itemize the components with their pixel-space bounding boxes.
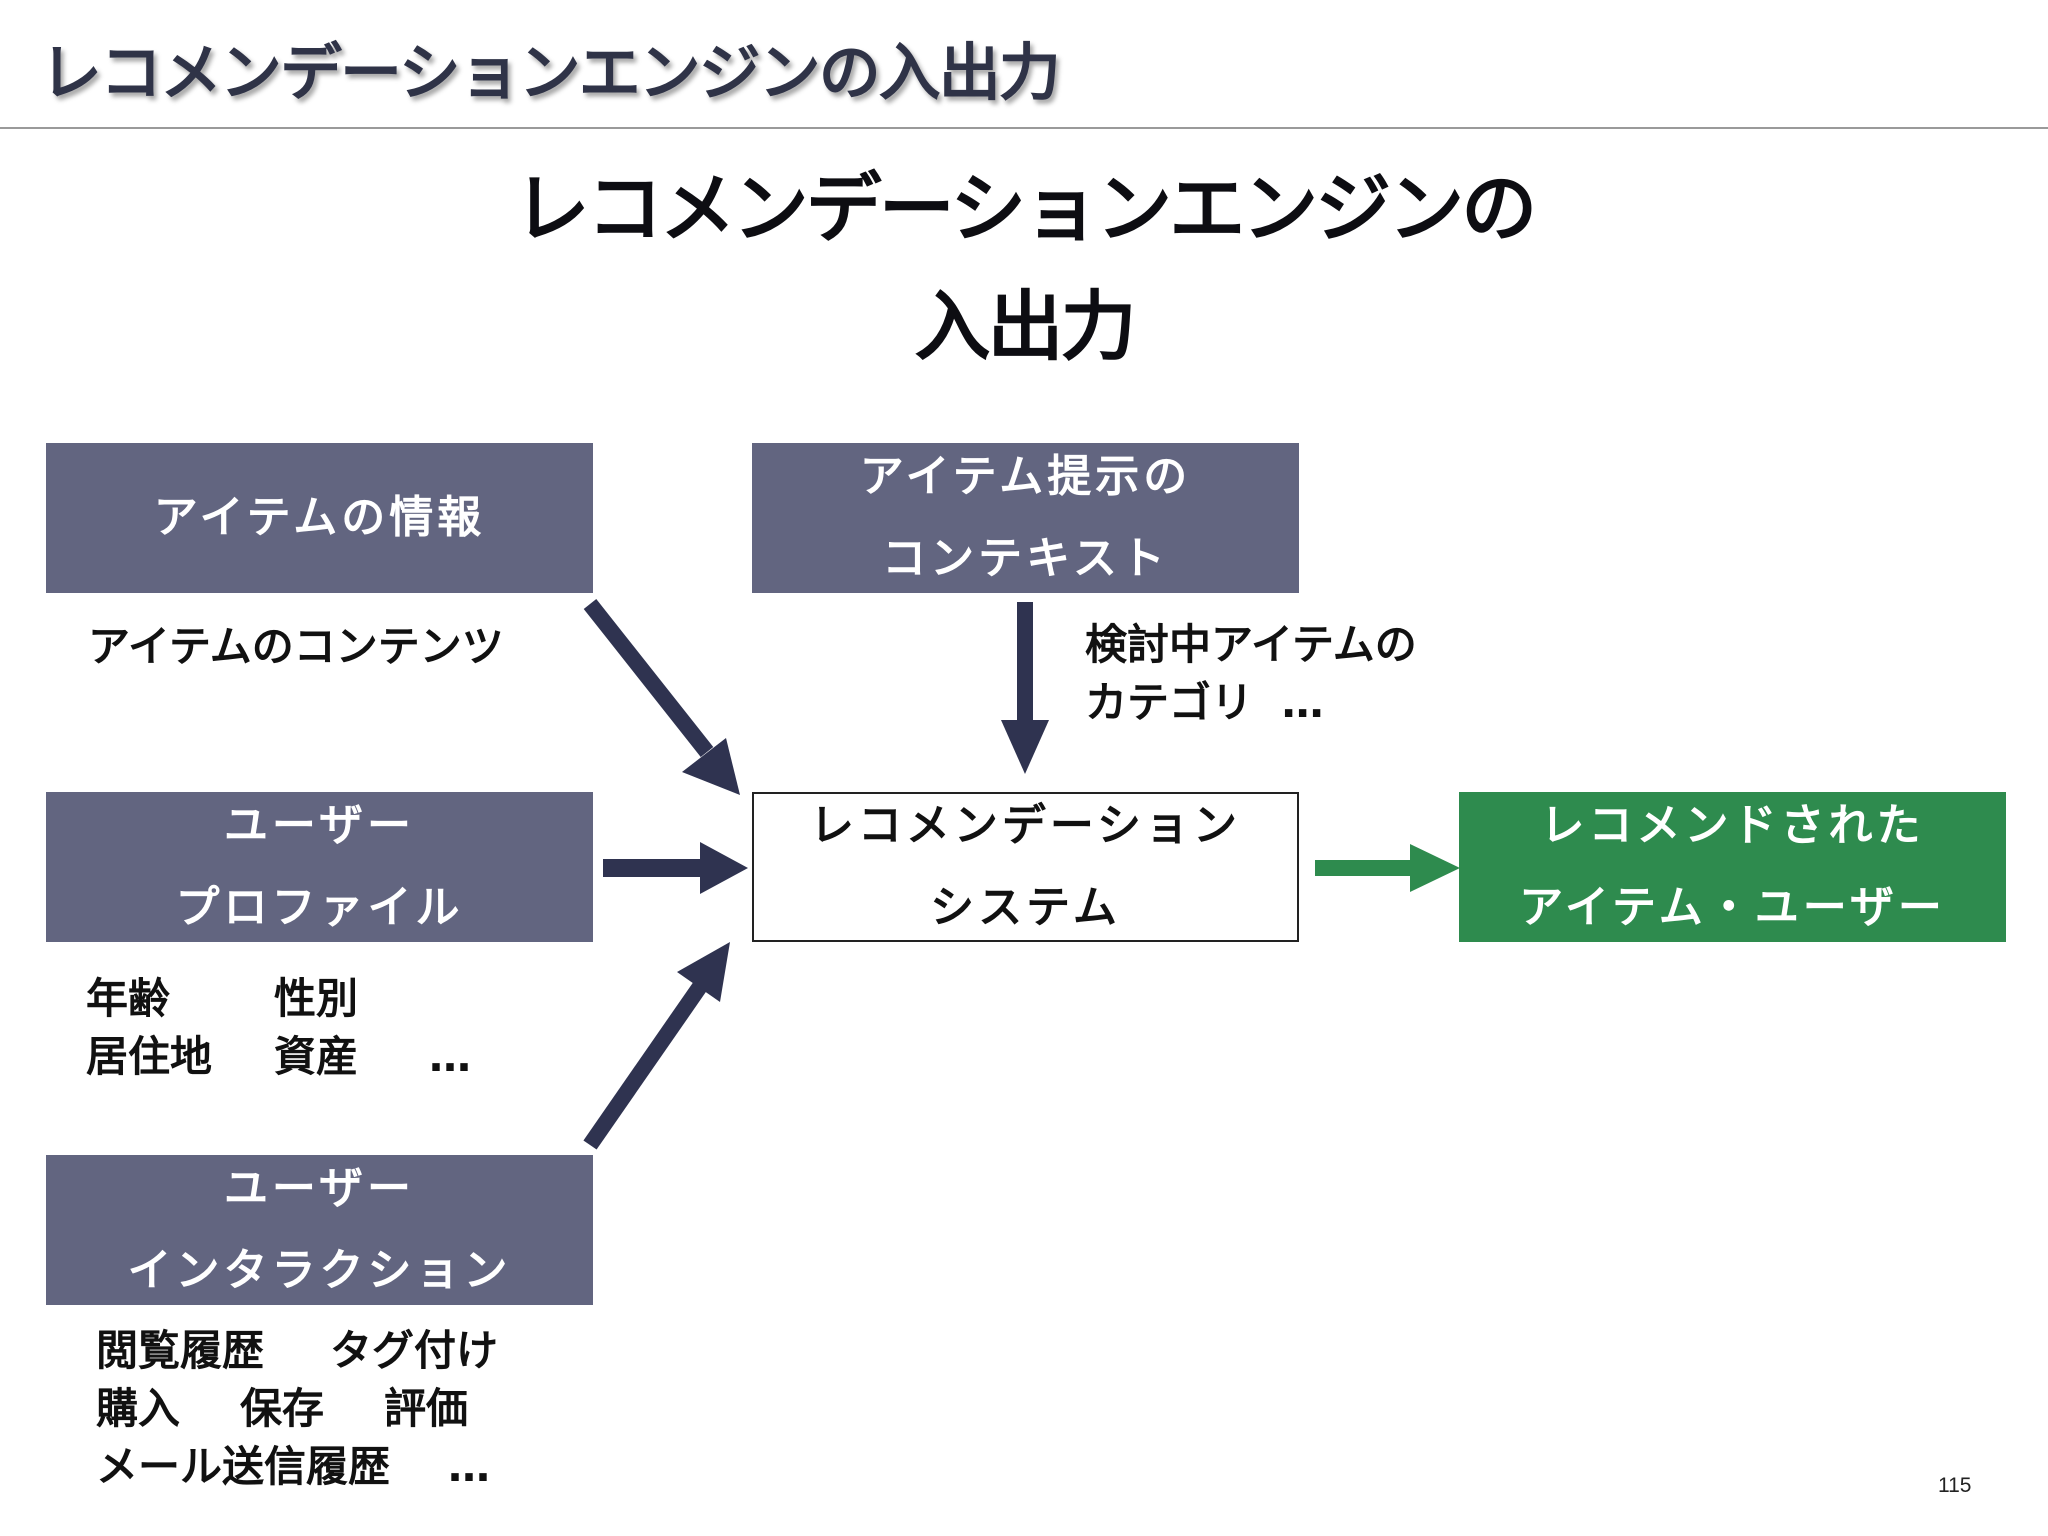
header-divider <box>0 127 2048 129</box>
arrow-context-to-system <box>1001 602 1049 774</box>
system-label-line1: レコメンデーション <box>809 800 1242 851</box>
user-profile-note-row1: 年齢 性別 <box>86 970 471 1028</box>
context-note-line1: 検討中アイテムの <box>1085 620 1417 669</box>
user-profile-note-item: 性別 <box>274 974 359 1023</box>
user-interaction-note-item: 購入 <box>96 1384 181 1433</box>
user-interaction-note-item: 閲覧履歴 <box>96 1326 265 1375</box>
recommended-output-box: レコメンドされた アイテム・ユーザー <box>1459 792 2006 942</box>
user-interaction-note: 閲覧履歴 タグ付け 購入 保存 評価 メール送信履歴 … <box>96 1322 498 1496</box>
user-interaction-note-item: 保存 <box>240 1384 325 1433</box>
user-interaction-label-line1: ユーザー <box>223 1163 416 1214</box>
item-info-note: アイテムのコンテンツ <box>88 622 504 671</box>
user-profile-note: 年齢 性別 居住地 資産 … <box>86 970 471 1086</box>
system-label-line2: システム <box>930 882 1121 933</box>
output-label-line2: アイテム・ユーザー <box>1519 882 1946 933</box>
user-interaction-note-item: メール送信履歴 <box>96 1442 391 1491</box>
arrow-interaction-to-system <box>583 942 730 1150</box>
item-info-box: アイテムの情報 <box>46 443 593 593</box>
user-profile-box: ユーザー プロファイル <box>46 792 593 942</box>
recommendation-system-box: レコメンデーション システム <box>752 792 1299 942</box>
arrow-profile-to-system <box>603 842 748 894</box>
user-profile-note-item: 年齢 <box>86 974 171 1023</box>
arrow-system-to-output <box>1315 844 1460 892</box>
user-profile-note-item: … <box>429 1032 471 1081</box>
output-label-line1: レコメンドされた <box>1540 800 1925 851</box>
arrow-item-info-to-system <box>583 599 740 795</box>
user-interaction-note-row1: 閲覧履歴 タグ付け <box>96 1322 498 1380</box>
context-box: アイテム提示の コンテキスト <box>752 443 1299 593</box>
user-interaction-box: ユーザー インタラクション <box>46 1155 593 1305</box>
context-note: 検討中アイテムの カテゴリ … <box>1085 616 1417 732</box>
user-interaction-note-row3: メール送信履歴 … <box>96 1438 498 1496</box>
user-interaction-note-item: タグ付け <box>330 1326 499 1375</box>
diagram-title-line2: 入出力 <box>914 282 1137 371</box>
user-profile-label-line1: ユーザー <box>223 800 416 851</box>
user-interaction-note-item: … <box>448 1442 490 1491</box>
context-note-category: カテゴリ <box>1085 678 1254 727</box>
diagram-title: レコメンデーションエンジンの 入出力 <box>0 150 2048 386</box>
header-title: レコメンデーションエンジンの入出力 <box>40 36 1061 109</box>
user-profile-label-line2: プロファイル <box>175 882 464 933</box>
item-info-label: アイテムの情報 <box>153 492 486 543</box>
user-interaction-note-item: 評価 <box>384 1384 469 1433</box>
user-interaction-note-row2: 購入 保存 評価 <box>96 1380 498 1438</box>
user-profile-note-item: 居住地 <box>86 1032 213 1081</box>
context-label-line1: アイテム提示の <box>859 451 1192 502</box>
context-note-ellipsis: … <box>1281 678 1324 727</box>
context-label-line2: コンテキスト <box>882 533 1169 584</box>
diagram-title-line1: レコメンデーションエンジンの <box>513 164 1537 253</box>
page-number: 115 <box>1938 1474 1972 1497</box>
user-interaction-label-line2: インタラクション <box>127 1245 512 1296</box>
user-profile-note-row2: 居住地 資産 … <box>86 1028 471 1086</box>
context-note-line2: カテゴリ … <box>1085 674 1417 732</box>
user-profile-note-item: 資産 <box>274 1032 359 1081</box>
